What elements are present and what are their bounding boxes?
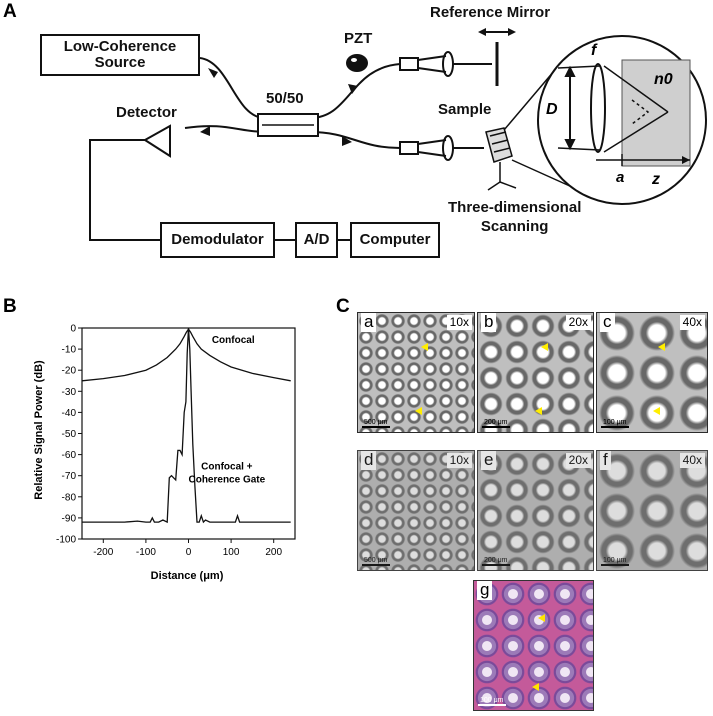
fiber-reference	[309, 63, 401, 119]
panel-c-label: C	[336, 296, 350, 317]
pzt-label: PZT	[344, 30, 373, 47]
fiber-detector	[184, 125, 266, 133]
micrograph-letter: f	[600, 451, 611, 470]
magnification-label: 40x	[679, 453, 705, 468]
y-tick-label: -40	[62, 408, 77, 419]
pzt-icon	[346, 54, 368, 72]
y-tick-label: -60	[62, 450, 77, 461]
detector-label: Detector	[116, 104, 177, 121]
fiber-sample	[309, 131, 401, 149]
ad-box: A/D	[295, 222, 338, 258]
x-tick-label: 0	[186, 547, 192, 558]
yellow-arrow-icon	[652, 407, 660, 416]
magnification-label: 10x	[446, 453, 472, 468]
magnification-label: 20x	[565, 315, 591, 330]
inset-a-label: a	[616, 169, 624, 186]
inset-f-label: f	[591, 42, 598, 59]
sample-lens-icon	[442, 135, 454, 161]
setup-diagram: f D n0 a z	[89, 28, 707, 241]
magnification-label: 10x	[446, 315, 472, 330]
yellow-arrow-icon	[658, 343, 666, 352]
y-tick-label: -30	[62, 387, 77, 398]
demodulator-box: Demodulator	[160, 222, 275, 258]
inset-d-label: D	[546, 101, 558, 118]
sample-label: Sample	[438, 101, 492, 118]
y-tick-label: -50	[62, 429, 77, 440]
detector-icon	[143, 124, 171, 158]
x-tick-label: -100	[136, 547, 156, 558]
micrograph-letter: a	[361, 313, 377, 332]
fiber-source	[199, 57, 266, 119]
micrograph-d: d 10x 500 μm	[357, 450, 475, 571]
inset-z-label: z	[651, 171, 660, 188]
micrograph-e: e 20x 200 μm	[477, 450, 594, 571]
yellow-arrow-icon	[535, 407, 543, 416]
scanning-label: Three-dimensional Scanning	[448, 199, 582, 235]
computer-box: Computer	[350, 222, 440, 258]
reference-mirror-label: Reference Mirror	[430, 4, 551, 21]
x-tick-label: 200	[265, 547, 282, 558]
focus-inset	[537, 35, 707, 205]
coherence-gate-series-line	[82, 327, 291, 524]
x-tick-label: 100	[223, 547, 240, 558]
x-tick-label: -200	[93, 547, 113, 558]
micrograph-c: c 40x 100 μm	[596, 312, 708, 433]
scale-bar: 100 μm	[478, 697, 506, 706]
y-tick-label: 0	[70, 324, 76, 335]
reference-lens-icon	[442, 51, 454, 77]
yellow-arrow-icon	[540, 343, 548, 352]
micrograph-letter: b	[481, 313, 497, 332]
fiber-detector-loop	[89, 139, 160, 241]
micrograph-a: a 10x 500 μm	[357, 312, 475, 433]
splitter-label: 50/50	[266, 90, 304, 107]
chart-y-axis-label: Relative Signal Power (dB)	[33, 360, 45, 500]
signal-power-chart: 0 -10 -20 -30 -40 -50 -60 -70 -80 -90 -100 -200 -100…	[33, 324, 296, 582]
y-tick-label: -90	[62, 513, 77, 524]
panel-a-label: A	[3, 1, 17, 22]
source-box: Low-Coherence Source	[40, 34, 200, 76]
y-tick-label: -70	[62, 471, 77, 482]
chart-x-axis-label: Distance (μm)	[151, 570, 224, 582]
magnification-label: 20x	[565, 453, 591, 468]
magnification-label: 40x	[679, 315, 705, 330]
panel-b-label: B	[3, 296, 17, 317]
yellow-arrow-icon	[538, 613, 546, 622]
scale-bar: 500 μm	[362, 557, 390, 566]
y-tick-label: -20	[62, 366, 77, 377]
y-tick-label: -100	[56, 535, 76, 546]
scale-bar: 200 μm	[482, 557, 510, 566]
micrograph-letter: d	[361, 451, 377, 470]
coherence-gate-annotation: Confocal +	[201, 461, 253, 472]
yellow-arrow-icon	[532, 683, 540, 692]
sample-stage-icon	[485, 127, 517, 191]
micrograph-letter: e	[481, 451, 497, 470]
scale-bar: 100 μm	[601, 419, 629, 428]
confocal-annotation: Confocal	[212, 335, 255, 346]
coherence-gate-annotation: Coherence Gate	[188, 474, 265, 485]
micrograph-letter: c	[600, 313, 615, 332]
chart-plot-frame	[81, 327, 296, 540]
scale-bar: 100 μm	[601, 557, 629, 566]
micrograph-b: b 20x 200 μm	[477, 312, 594, 433]
scale-bar: 200 μm	[482, 419, 510, 428]
inset-n0-label: n0	[654, 71, 673, 88]
yellow-arrow-icon	[421, 343, 429, 352]
yellow-arrow-icon	[415, 407, 423, 416]
micrograph-letter: g	[477, 581, 493, 600]
micrograph-f: f 40x 100 μm	[596, 450, 708, 571]
scale-bar: 500 μm	[362, 419, 390, 428]
y-tick-label: -10	[62, 345, 77, 356]
micrograph-g: g 100 μm	[473, 580, 594, 711]
y-tick-label: -80	[62, 492, 77, 503]
